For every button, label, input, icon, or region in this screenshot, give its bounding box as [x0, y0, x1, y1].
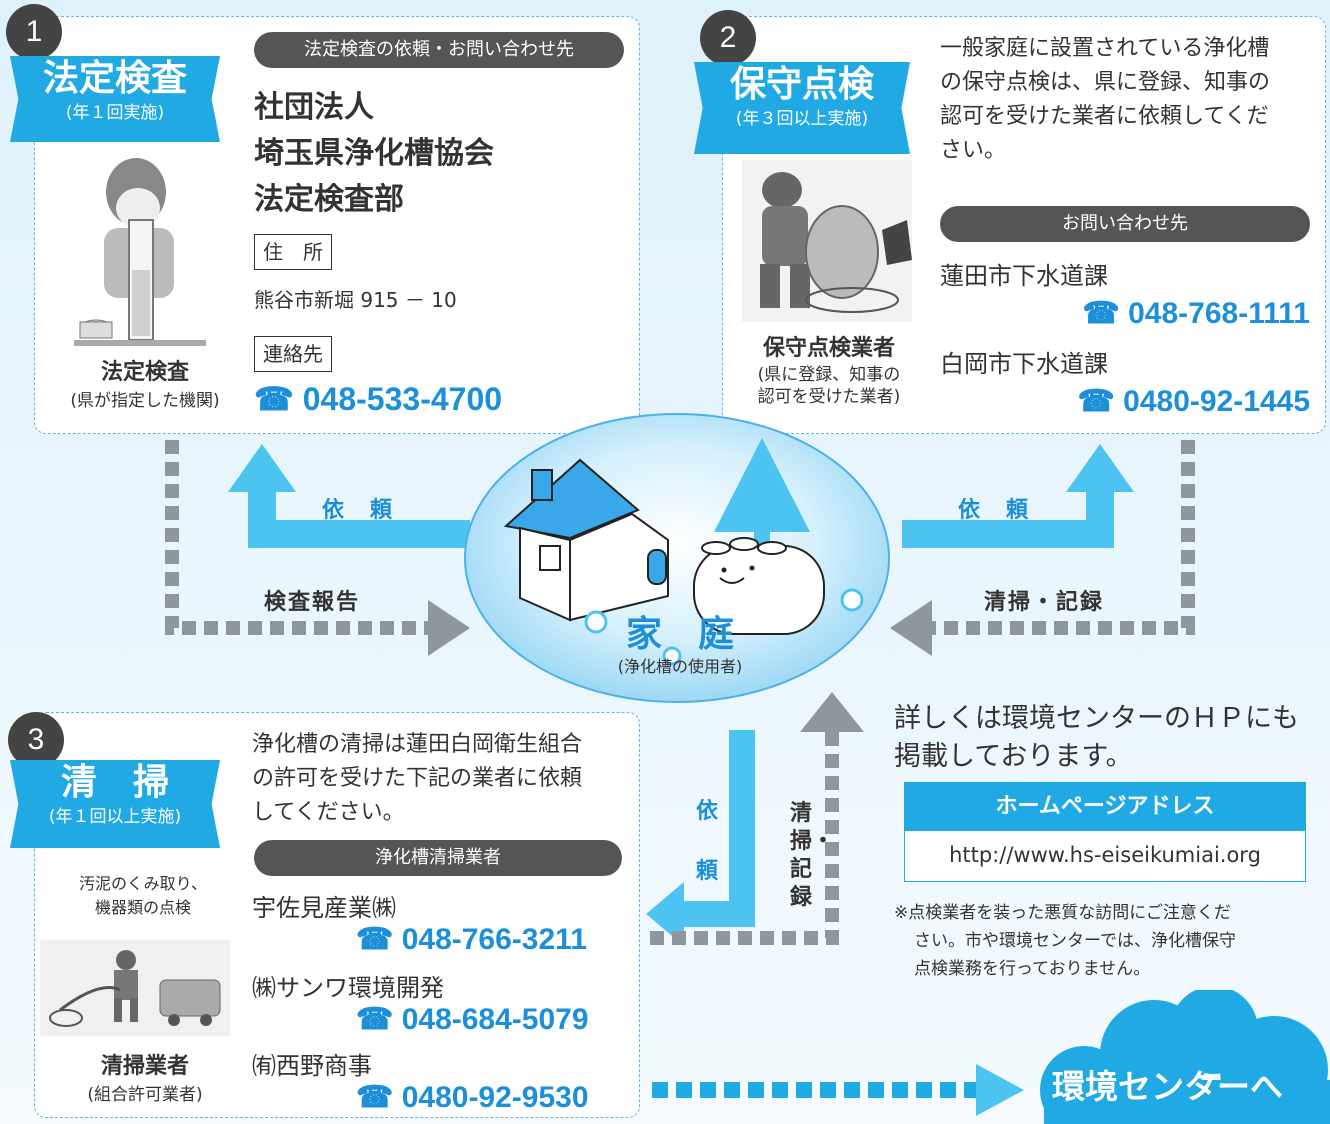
maintenance-description-2: の保守点検は、県に登録、知事の	[940, 70, 1271, 95]
household-subtitle: (浄化槽の使用者)	[617, 657, 743, 676]
maintenance-title: 保守点検	[729, 64, 874, 105]
cleaning-note: 汚泥のくみ取り、 機器類の点検	[48, 872, 238, 920]
step-number-2: 2	[700, 10, 756, 66]
cleaning-frequency: (年１回以上実施)	[48, 807, 182, 827]
legal-inspection-frequency: (年１回実施)	[65, 103, 165, 123]
cleaning-note-2: 機器類の点検	[94, 898, 191, 917]
bottom-request-label: 依 頼	[696, 799, 741, 884]
cleaning-vendors-pill: 浄化槽清掃業者	[254, 840, 622, 876]
vendor-sanwa-phone[interactable]: ☎ 048-684-5079	[356, 1003, 589, 1036]
hasuda-sewer-name: 蓮田市下水道課	[940, 262, 1108, 290]
cloud-label[interactable]: 環境センターへ	[1052, 1067, 1283, 1106]
cleaning-worker-illustration	[40, 940, 230, 1036]
inspection-report-label: 検査報告	[264, 590, 361, 615]
step-number-3: 3	[8, 712, 64, 768]
warning-line-3: 点検業務を行っておりません。	[914, 959, 1151, 979]
homepage-url[interactable]: http://www.hs-eiseikumiai.org	[949, 843, 1261, 867]
vendor-nishino-name: ㈲西野商事	[252, 1052, 372, 1080]
vendor-nishino-phone[interactable]: ☎ 0480-92-9530	[356, 1081, 589, 1114]
maintenance-banner: 保守点検 (年３回以上実施)	[694, 62, 910, 154]
maintenance-description-1: 一般家庭に設置されている浄化槽	[940, 36, 1270, 61]
vendor-sanwa-name: ㈱サンワ環境開発	[252, 974, 444, 1002]
tree-icon	[714, 438, 810, 532]
shiraoka-sewer-phone[interactable]: ☎ 0480-92-1445	[1077, 385, 1310, 418]
step-number-1: 1	[6, 4, 62, 60]
address-label: 住 所	[254, 234, 332, 270]
hasuda-sewer-phone[interactable]: ☎ 048-768-1111	[1082, 297, 1310, 330]
homepage-header: ホームページアドレス	[905, 783, 1305, 831]
maintenance-contact-pill: お問い合わせ先	[940, 206, 1310, 242]
legal-inspection-caption-sub: (県が指定した機関)	[70, 391, 220, 411]
maintenance-description-3: 認可を受けた業者に依頼してくだ	[940, 104, 1269, 129]
vendor-usami-phone[interactable]: ☎ 048-766-3211	[356, 923, 587, 956]
legal-inspection-title: 法定検査	[42, 58, 187, 99]
legal-inspection-banner: 法定検査 (年１回実施)	[10, 56, 220, 142]
homepage-intro-1: 詳しくは環境センターのＨＰにも	[894, 703, 1299, 734]
cleaning-caption-sub: (組合許可業者)	[87, 1085, 203, 1105]
maintenance-frequency: (年３回以上実施)	[735, 109, 869, 129]
right-request-label: 依 頼	[958, 498, 1031, 523]
warning-line-1: ※点検業者を装った悪質な訪問にご注意くだ	[894, 903, 1231, 923]
shiraoka-sewer-name: 白岡市下水道課	[940, 350, 1108, 378]
vendor-usami-name: 宇佐見産業㈱	[252, 894, 396, 922]
maintenance-worker-illustration	[742, 160, 912, 322]
contact-label: 連絡先	[254, 336, 332, 372]
cleaning-note-1: 汚泥のくみ取り、	[78, 874, 207, 893]
maintenance-description-4: さい。	[940, 138, 1007, 163]
maintenance-caption-sub-2: 認可を受けた業者)	[757, 387, 901, 407]
flow-arrows-bottom	[646, 692, 1024, 1116]
left-request-label: 依 頼	[322, 498, 395, 523]
org-line-3: 法定検査部	[254, 182, 404, 217]
cleaning-banner: 清 掃 (年１回以上実施)	[10, 760, 220, 848]
warning-line-2: さい。市や環境センターでは、浄化槽保守	[914, 931, 1236, 951]
address-value: 熊谷市新堀 915 － 10	[254, 288, 457, 312]
legal-inspection-contact-pill: 法定検査の依頼・お問い合わせ先	[254, 32, 624, 68]
cleaning-description-1: 浄化槽の清掃は蓮田白岡衛生組合	[252, 732, 583, 757]
legal-inspection-caption-title: 法定検査	[100, 360, 189, 385]
cleaning-description-2: の許可を受けた下記の業者に依頼	[252, 766, 583, 791]
cleaning-record-label: 清掃・記録	[984, 590, 1105, 615]
maintenance-caption-sub-1: (県に登録、知事の	[757, 365, 901, 385]
cleaning-title: 清 掃	[60, 762, 169, 803]
legal-inspection-phone[interactable]: ☎ 048-533-4700	[254, 381, 503, 417]
inspector-illustration	[74, 158, 206, 346]
maintenance-caption: 保守点検業者 (県に登録、知事の 認可を受けた業者)	[724, 334, 934, 408]
org-line-1: 社団法人	[254, 90, 374, 125]
household-title: 家 庭	[625, 614, 734, 655]
cleaning-description-3: してください。	[252, 800, 405, 825]
legal-inspection-caption: 法定検査 (県が指定した機関)	[50, 358, 240, 414]
org-line-2: 埼玉県浄化槽協会	[254, 136, 494, 171]
homepage-intro-2: 掲載しております。	[894, 741, 1133, 772]
cleaning-caption: 清掃業者 (組合許可業者)	[50, 1052, 240, 1108]
homepage-box: ホームページアドレス http://www.hs-eiseikumiai.org	[904, 782, 1306, 882]
cloud-shape[interactable]	[1024, 990, 1330, 1124]
cleaning-caption-title: 清掃業者	[100, 1054, 189, 1079]
bottom-cleaning-label: 清掃・記録	[790, 801, 835, 910]
household-illustration	[464, 413, 890, 703]
household-label: 家 庭 (浄化槽の使用者)	[580, 614, 780, 678]
maintenance-caption-title: 保守点検業者	[762, 336, 895, 361]
flow-arrows-top	[165, 440, 1195, 656]
